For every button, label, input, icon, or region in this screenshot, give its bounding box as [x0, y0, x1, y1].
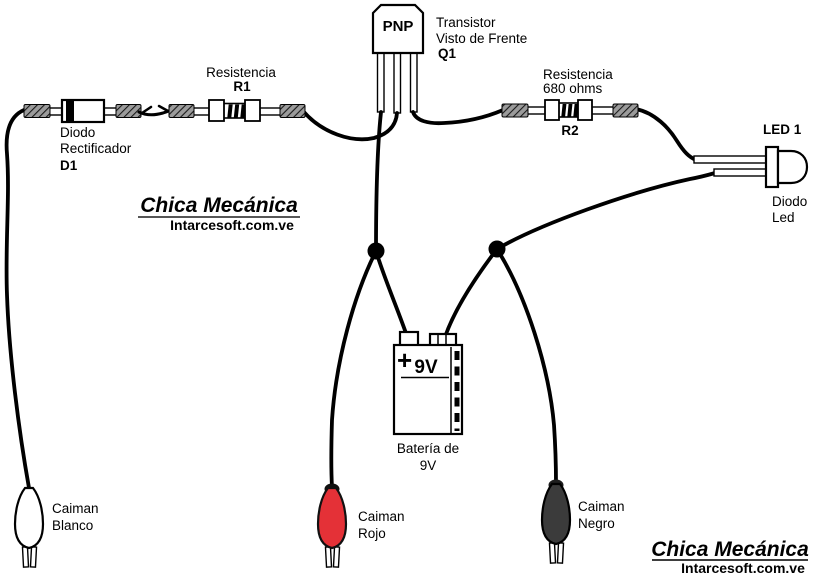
- sleeve: [279, 104, 306, 118]
- resistor-r2: [501, 99, 639, 121]
- battery-terminal-positive: [398, 330, 420, 348]
- wire-rightleg-to-r2: [411, 108, 505, 126]
- battery-caption-line1: Batería de: [397, 441, 459, 456]
- wire-r2-to-led: [634, 107, 698, 162]
- transistor-ref: Q1: [438, 46, 457, 61]
- watermark-site: Intarcesoft.com.ve: [170, 217, 294, 233]
- white-clip-caption-line1: Caiman: [52, 501, 99, 516]
- sleeve: [168, 104, 195, 118]
- wire-junction1-to-battery-plus: [374, 249, 410, 341]
- diode-d1: [23, 98, 142, 124]
- wire-white-clip: [4, 108, 31, 490]
- transistor-q1: PNP: [371, 3, 425, 55]
- wire-splice: [137, 104, 173, 117]
- r2-caption-line2: 680 ohms: [543, 81, 603, 96]
- alligator-clip-black: [540, 479, 572, 564]
- led-caption-line1: Diodo: [772, 194, 807, 209]
- r1-ref: R1: [233, 79, 251, 94]
- transistor-caption-line1: Transistor: [436, 15, 496, 30]
- sleeve: [612, 103, 639, 118]
- wire-junction2-to-battery-minus: [443, 247, 499, 339]
- led-dome: [776, 149, 809, 185]
- d1-caption-line2: Rectificador: [60, 141, 132, 156]
- battery-9v: + 9V: [392, 330, 464, 436]
- wire-r1-to-base: [301, 109, 399, 142]
- alligator-clip-white: [13, 486, 45, 568]
- r2-caption-line1: Resistencia: [543, 67, 613, 82]
- watermark-left: Chica Mecánica Intarcesoft.com.ve: [138, 194, 300, 233]
- watermark-site: Intarcesoft.com.ve: [681, 560, 805, 576]
- white-clip-caption-line2: Blanco: [52, 518, 93, 533]
- watermark-bottom-right: Chica Mecánica Intarcesoft.com.ve: [651, 538, 809, 576]
- watermark-brand: Chica Mecánica: [140, 194, 298, 217]
- hookup-wires: [4, 107, 717, 490]
- r1-caption: Resistencia: [206, 65, 276, 80]
- resistor-r1: [168, 99, 306, 122]
- led-ref: LED 1: [763, 122, 802, 137]
- led-flange: [764, 145, 780, 189]
- transistor-legs: [376, 52, 418, 114]
- battery-caption-line2: 9V: [420, 458, 437, 473]
- led-1: [693, 145, 809, 189]
- red-clip-caption-line1: Caiman: [358, 509, 405, 524]
- d1-ref: D1: [60, 158, 78, 173]
- component-labels: Transistor Visto de Frente Q1 Resistenci…: [52, 15, 807, 541]
- diode-cathode-band: [66, 100, 74, 122]
- wire-junction2-to-black-clip: [495, 247, 558, 485]
- junction-dot-right: [488, 240, 506, 258]
- watermark-brand: Chica Mecánica: [651, 538, 809, 561]
- wire-junction1-to-red-clip: [329, 249, 378, 489]
- junction-dot-left: [367, 242, 385, 260]
- sleeve: [501, 103, 529, 118]
- resistor-bands: [227, 104, 246, 118]
- resistor-bands: [561, 104, 579, 117]
- wire-leftleg-to-junction1: [374, 110, 383, 253]
- r2-ref: R2: [561, 123, 578, 138]
- transistor-package-label: PNP: [383, 18, 414, 35]
- led-caption-line2: Led: [772, 210, 795, 225]
- wire-led-to-junction2: [495, 171, 717, 251]
- battery-voltage-label: 9V: [414, 357, 438, 378]
- battery-polarity-plus: +: [397, 345, 412, 375]
- sleeve: [115, 104, 142, 118]
- black-clip-caption-line1: Caiman: [578, 499, 625, 514]
- black-clip-caption-line2: Negro: [578, 516, 615, 531]
- transistor-caption-line2: Visto de Frente: [436, 31, 527, 46]
- red-clip-caption-line2: Rojo: [358, 526, 386, 541]
- sleeve: [23, 104, 51, 118]
- alligator-clip-red: [316, 483, 348, 568]
- d1-caption-line1: Diodo: [60, 125, 95, 140]
